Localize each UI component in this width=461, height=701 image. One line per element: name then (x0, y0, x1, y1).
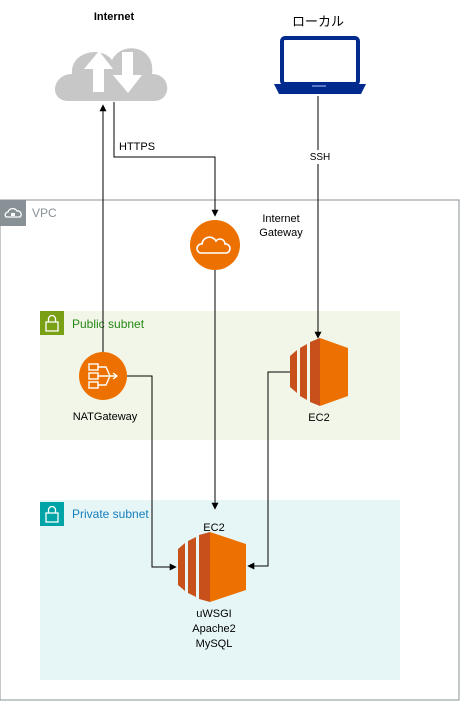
vpc-boundary (0, 199, 460, 701)
public-subnet-label: Public subnet (72, 317, 145, 331)
nat-gateway-icon (79, 352, 127, 400)
internet-gateway-icon (190, 220, 240, 270)
private-ec2-line3: MySQL (196, 638, 233, 650)
vpc-group: VPC (0, 199, 460, 701)
local-label: ローカル (292, 14, 344, 29)
igw-label-line1: Internet (262, 213, 299, 225)
private-ec2-line2: Apache2 (192, 623, 235, 635)
ec2-instance-icon (178, 532, 246, 602)
cloud-updown-icon (55, 48, 168, 101)
edges (99, 96, 322, 571)
vpc-label: VPC (32, 206, 57, 220)
subnet-lock-icon (40, 502, 64, 526)
laptop-icon (274, 36, 366, 94)
public-ec2-label: EC2 (308, 412, 329, 424)
local-node: ローカル (274, 14, 366, 94)
ec2-instance-icon (290, 338, 348, 406)
https-label-bg (116, 139, 162, 153)
ssh-label-bg (306, 150, 334, 164)
nat-label: NATGateway (73, 411, 138, 423)
subnet-lock-icon (40, 311, 64, 335)
internet-node: Internet (55, 11, 168, 101)
edge-https-to-igw (113, 102, 219, 217)
igw-label-line2: Gateway (259, 227, 303, 239)
private-ec2-title: EC2 (203, 522, 224, 534)
private-subnet: Private subnet (40, 500, 400, 680)
edge-public-ec2-to-private-ec2 (247, 371, 290, 570)
ssh-label: SSH (310, 152, 331, 163)
edge-nat-to-private-ec2 (127, 375, 177, 571)
https-label: HTTPS (119, 141, 155, 153)
private-ec2-line1: uWSGI (196, 608, 231, 620)
internet-gateway-node: Internet Gateway (190, 213, 303, 270)
public-ec2-node: EC2 (290, 338, 348, 424)
internet-label: Internet (94, 11, 135, 23)
private-ec2-node: EC2 uWSGI Apache2 MySQL (178, 522, 246, 650)
vpc-cloud-icon (0, 200, 26, 226)
private-subnet-label: Private subnet (72, 507, 149, 521)
nat-gateway-node: NATGateway (73, 352, 138, 423)
